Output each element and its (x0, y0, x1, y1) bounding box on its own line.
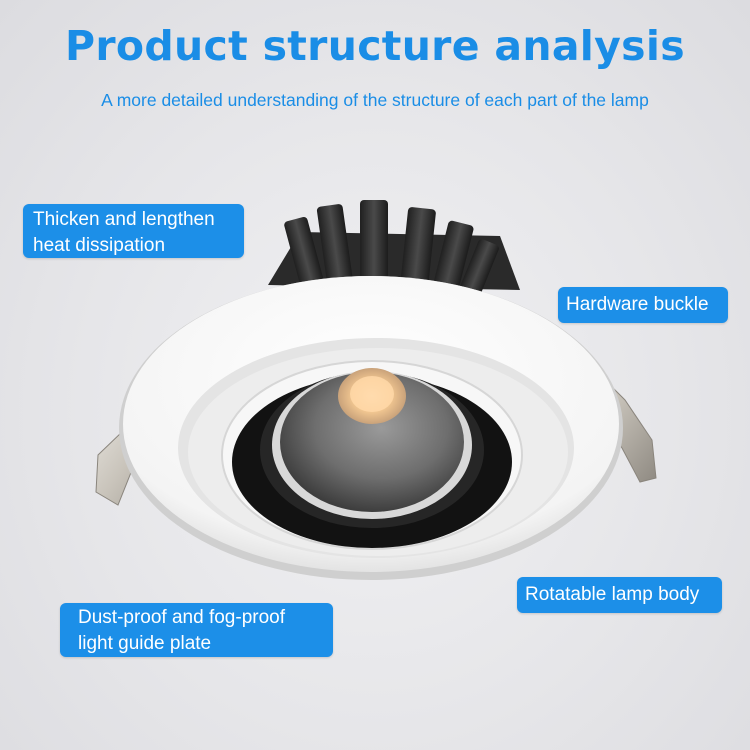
heat-sink-fins (268, 200, 520, 299)
rotatable-lamp-body (221, 360, 523, 550)
callout-heat-dissipation: Thicken and lengthen heat dissipation (23, 204, 244, 258)
callout-dust-line2: light guide plate (78, 633, 212, 654)
page-title: Product structure analysis (65, 22, 685, 70)
callout-buckle-label: Hardware buckle (566, 294, 709, 315)
callout-hardware-buckle: Hardware buckle (558, 287, 728, 323)
callout-rotatable-lamp-body: Rotatable lamp body (517, 577, 722, 613)
callout-heat-line1: Thicken and lengthen (33, 209, 215, 230)
callout-rotatable-label: Rotatable lamp body (525, 584, 700, 605)
callout-heat-line2: heat dissipation (33, 235, 166, 256)
page-subtitle: A more detailed understanding of the str… (101, 90, 649, 110)
callout-dust-line1: Dust-proof and fog-proof (78, 607, 286, 628)
led-cob-light-source (338, 368, 406, 424)
callout-light-guide-plate: Dust-proof and fog-proof light guide pla… (60, 603, 333, 657)
